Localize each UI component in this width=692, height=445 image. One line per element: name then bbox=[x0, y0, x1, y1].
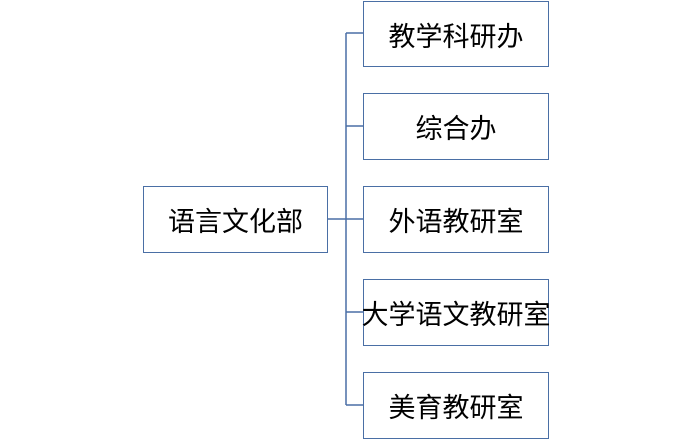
child-node-teaching-research-office: 教学科研办 bbox=[363, 1, 549, 67]
child-node-general-office: 综合办 bbox=[363, 93, 549, 160]
child-node-foreign-language-section: 外语教研室 bbox=[363, 186, 549, 253]
root-node-label: 语言文化部 bbox=[168, 207, 303, 238]
child-node-label: 美育教研室 bbox=[388, 393, 524, 424]
child-node-label: 教学科研办 bbox=[388, 21, 524, 53]
child-node-college-chinese-section: 大学语文教研室 bbox=[361, 279, 551, 346]
root-node: 语言文化部 bbox=[143, 186, 328, 253]
child-node-aesthetic-education-section: 美育教研室 bbox=[363, 372, 549, 439]
child-node-label: 大学语文教研室 bbox=[361, 300, 551, 331]
child-node-label: 综合办 bbox=[415, 114, 497, 145]
child-node-label: 外语教研室 bbox=[388, 207, 524, 238]
